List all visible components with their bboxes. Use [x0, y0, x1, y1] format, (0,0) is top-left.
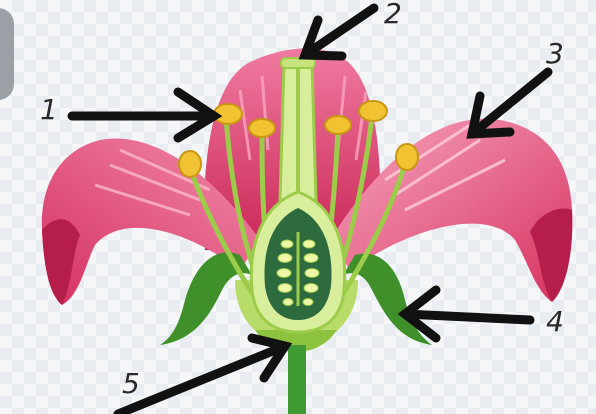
label-2: 2 [384, 0, 402, 28]
anther [396, 144, 418, 170]
arrow-5 [118, 338, 285, 414]
arrow-4 [405, 290, 530, 338]
label-1: 1 [40, 96, 58, 124]
label-3: 3 [546, 40, 564, 68]
anther [179, 151, 201, 177]
anther [325, 116, 351, 134]
arrow-2 [305, 8, 374, 56]
label-4: 4 [546, 308, 564, 336]
anther [249, 119, 275, 137]
label-5: 5 [122, 370, 140, 398]
flower-stalk [288, 345, 306, 414]
arrow-1 [72, 92, 214, 138]
anther [359, 101, 387, 121]
